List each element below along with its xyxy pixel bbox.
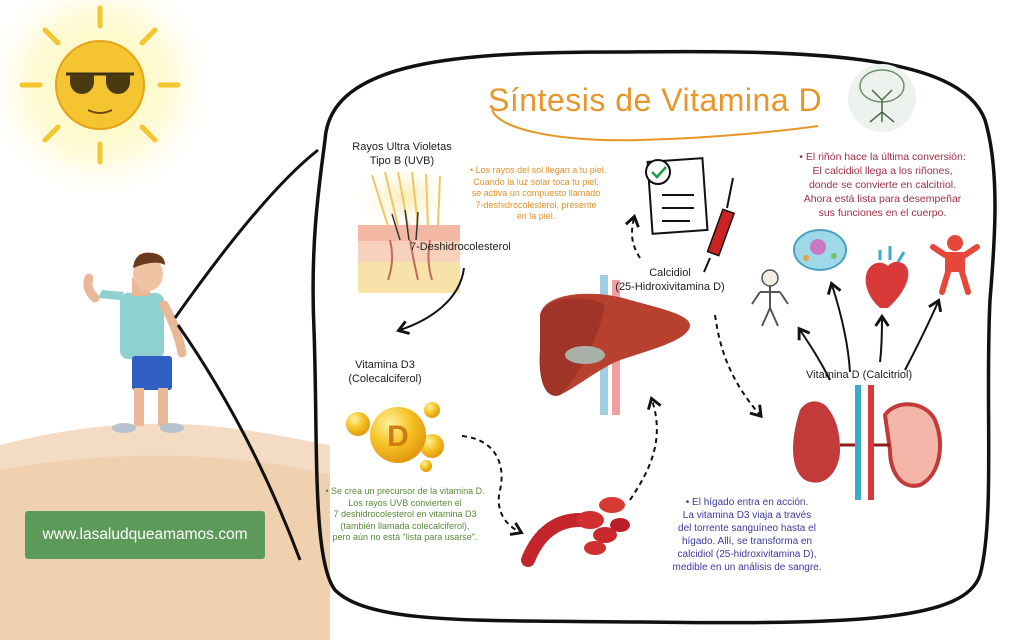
tree-logo	[848, 64, 916, 132]
sun-icon	[0, 0, 220, 205]
website-badge[interactable]: www.lasaludqueamamos.com	[25, 511, 265, 559]
skin-note: • Los rayos del sol llegan a tu piel. Cu…	[470, 165, 607, 221]
muscle-man-icon	[930, 235, 980, 295]
heart-icon	[865, 246, 909, 308]
liver-icon	[539, 275, 690, 415]
calcitriol-label: Vitamina D (Calcitriol)	[806, 369, 913, 381]
red-blood-cells-icon	[521, 497, 630, 567]
calcidiol-label: Calcidiol (25-Hidroxivitamina D)	[615, 267, 725, 293]
vitamin-d3-label: Vitamina D3 (Colecalciferol)	[348, 359, 422, 385]
kidneys-icon	[793, 385, 942, 500]
liver-note: • El hígado entra en acción. La vitamina…	[672, 497, 822, 573]
sunglasses-icon	[66, 72, 134, 94]
vitamin-d-ball-icon	[346, 402, 444, 472]
kidney-note: • El riñón hace la última conversión: El…	[799, 151, 966, 219]
boy-illustration	[83, 252, 187, 433]
dehydrocholesterol-label: 7-Deshidrocolesterol	[410, 241, 511, 253]
cell-icon	[793, 229, 847, 271]
blood-test-icon	[645, 157, 736, 273]
skeleton-icon	[751, 269, 789, 327]
vitamin-d-letter: D	[387, 420, 409, 453]
uvb-label: Rayos Ultra Violetas Tipo B (UVB)	[352, 141, 452, 167]
precursor-note: • Se crea un precursor de la vitamina D.…	[325, 486, 485, 542]
page-title: Síntesis de Vitamina D	[488, 82, 823, 118]
speech-bubble	[311, 49, 997, 625]
skin-illustration	[358, 209, 460, 293]
